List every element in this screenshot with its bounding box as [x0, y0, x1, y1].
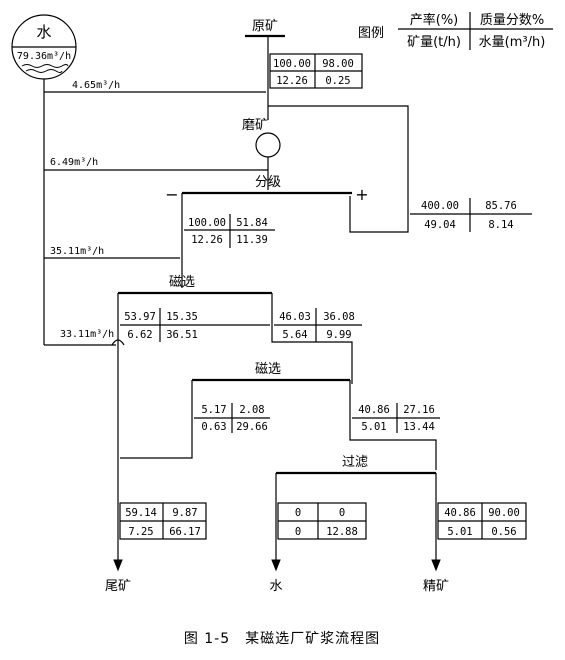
table-water-final-tl: 0: [295, 507, 301, 519]
raw-ore-label: 原矿: [252, 19, 278, 34]
water-tank: 水 79.36m³/h: [11, 14, 77, 80]
table-m2-tail-br: 29.66: [236, 421, 268, 433]
water-out-label: 水: [269, 579, 282, 594]
table-class-out: 100.00 51.84 12.26 11.39: [184, 214, 275, 248]
legend: 图例 产率(%) 质量分数% 矿量(t/h) 水量(m³/h): [358, 12, 553, 50]
legend-top-right: 质量分数%: [480, 13, 544, 28]
table-water-final-br: 12.88: [326, 526, 358, 538]
filter-label: 过滤: [342, 455, 368, 470]
table-raw: 100.00 98.00 12.26 0.25: [269, 53, 363, 89]
table-m1-tail-tr: 15.35: [166, 311, 198, 323]
legend-bottom-right: 水量(m³/h): [479, 35, 546, 50]
mag1-label: 磁选: [169, 275, 195, 290]
tailings-label: 尾矿: [105, 579, 131, 594]
table-conc-final: 40.86 90.00 5.01 0.56: [437, 502, 527, 540]
table-recycle-bl: 49.04: [424, 219, 456, 231]
table-recycle: 400.00 85.76 49.04 8.14: [410, 198, 532, 232]
water-flow-3: 35.11m³/h: [50, 246, 104, 257]
mag1-conc-pipe: [271, 293, 353, 384]
table-raw-bl: 12.26: [276, 75, 308, 87]
grinding-label: 磨矿: [242, 118, 268, 133]
table-m1-conc-tr: 36.08: [323, 311, 355, 323]
table-m2-tail-tl: 5.17: [201, 404, 226, 416]
table-m2-conc-tr: 27.16: [403, 404, 435, 416]
table-tail-final-tr: 9.87: [172, 507, 197, 519]
table-m2-tail-tr: 2.08: [239, 404, 264, 416]
water-out-arrow-icon: [271, 559, 281, 572]
table-raw-tr: 98.00: [322, 58, 354, 70]
water-wave-2: [25, 69, 63, 73]
table-m2-tail: 5.17 2.08 0.63 29.66: [194, 403, 270, 433]
figure-caption: 图 1-5 某磁选厂矿浆流程图: [184, 631, 380, 647]
table-conc-final-tl: 40.86: [444, 507, 476, 519]
table-water-final: 0 0 0 12.88: [277, 502, 367, 540]
water-tank-value: 79.36m³/h: [17, 51, 71, 62]
table-tail-final-bl: 7.25: [128, 526, 153, 538]
table-m1-conc-br: 9.99: [326, 329, 351, 341]
mag2-label: 磁选: [255, 362, 281, 377]
concentrate-arrow-icon: [431, 559, 441, 572]
table-m1-conc-bl: 5.64: [282, 329, 307, 341]
water-tank-label: 水: [36, 23, 51, 41]
table-class-out-tr: 51.84: [236, 217, 268, 229]
concentrate-label: 精矿: [423, 579, 449, 594]
table-m1-tail-bl: 6.62: [127, 329, 152, 341]
table-water-final-tr: 0: [339, 507, 345, 519]
table-tail-final: 59.14 9.87 7.25 66.17: [119, 502, 207, 540]
recycle-pipe: [268, 105, 409, 233]
table-recycle-tr: 85.76: [485, 200, 517, 212]
classify-label: 分级: [255, 175, 281, 190]
table-recycle-tl: 400.00: [421, 200, 459, 212]
water-flow-4: 33.11m³/h: [60, 329, 114, 340]
table-m2-conc-bl: 5.01: [361, 421, 386, 433]
grinding-mill: [255, 132, 281, 158]
table-m2-conc-br: 13.44: [403, 421, 435, 433]
water-wave-1: [21, 64, 69, 68]
table-tail-final-tl: 59.14: [125, 507, 157, 519]
classify-minus: −: [165, 185, 178, 204]
table-class-out-tl: 100.00: [188, 217, 226, 229]
tailings-arrow-icon: [113, 559, 123, 572]
mag2-conc-pipe: [349, 380, 437, 470]
table-m2-conc-tl: 40.86: [358, 404, 390, 416]
table-conc-final-bl: 5.01: [447, 526, 472, 538]
table-water-final-bl: 0: [295, 526, 301, 538]
legend-top-left: 产率(%): [410, 12, 459, 28]
table-class-out-br: 11.39: [236, 234, 268, 246]
table-m1-conc-tl: 46.03: [279, 311, 311, 323]
table-conc-final-tr: 90.00: [488, 507, 520, 519]
table-m1-conc: 46.03 36.08 5.64 9.99: [274, 308, 362, 342]
table-raw-tl: 100.00: [273, 58, 311, 70]
mag2-tail-pipe: [120, 380, 193, 459]
classify-plus: +: [355, 185, 368, 204]
legend-title: 图例: [358, 26, 384, 41]
water-flow-1: 4.65m³/h: [72, 80, 120, 91]
table-m1-tail-br: 36.51: [166, 329, 198, 341]
table-m2-conc: 40.86 27.16 5.01 13.44: [352, 403, 440, 433]
table-recycle-br: 8.14: [488, 219, 513, 231]
table-tail-final-br: 66.17: [169, 526, 201, 538]
table-class-out-bl: 12.26: [191, 234, 223, 246]
table-raw-br: 0.25: [325, 75, 350, 87]
table-m1-tail: 53.97 15.35 6.62 36.51: [120, 308, 270, 342]
table-m1-tail-tl: 53.97: [124, 311, 156, 323]
table-m2-tail-bl: 0.63: [201, 421, 226, 433]
table-conc-final-br: 0.56: [491, 526, 516, 538]
water-flow-2: 6.49m³/h: [50, 157, 98, 168]
legend-bottom-left: 矿量(t/h): [407, 35, 461, 50]
